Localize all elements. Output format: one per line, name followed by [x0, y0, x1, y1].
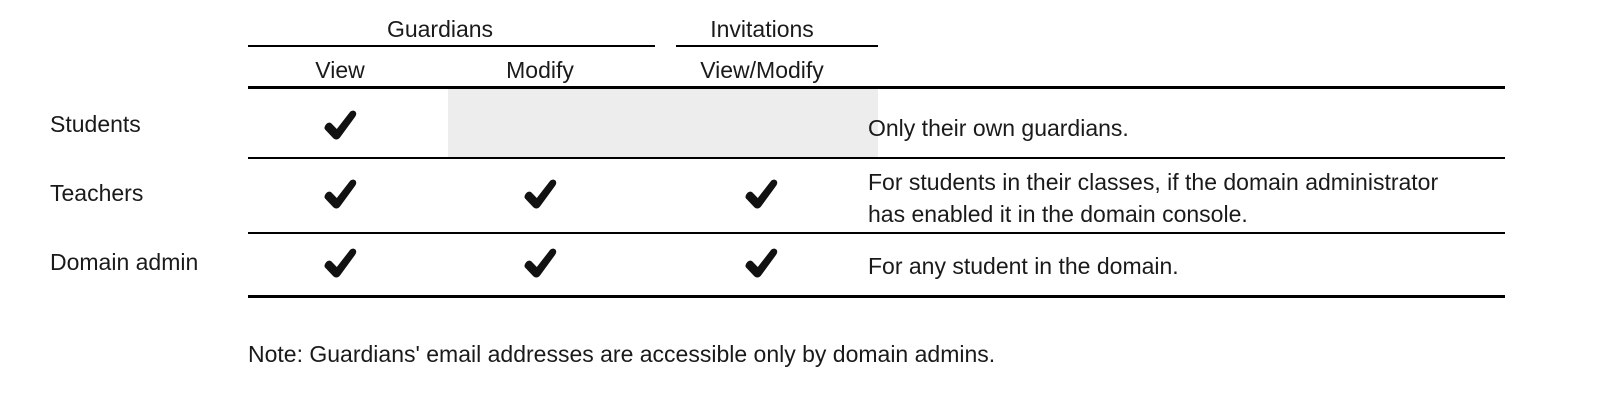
- column-group-label-invitations: Invitations: [710, 16, 814, 42]
- column-header-view-modify: View/Modify: [700, 57, 824, 83]
- row-label-domain-admin: Domain admin: [50, 249, 199, 275]
- group-rule-guardians: [248, 45, 655, 47]
- footnote-text: Note: Guardians' email addresses are acc…: [248, 341, 996, 367]
- heavy-check-mark-icon: [317, 103, 363, 149]
- heavy-check-mark-icon: [317, 241, 363, 287]
- heavy-check-mark-icon: [738, 241, 784, 287]
- notes-cell-teachers: For students in their classes, if the do…: [868, 166, 1513, 230]
- heavy-check-mark-icon: [738, 172, 784, 218]
- notes-cell-students: Only their own guardians.: [868, 112, 1513, 144]
- column-header-view: View: [315, 57, 365, 83]
- group-rule-invitations: [676, 45, 878, 47]
- cell-students-unavailable: [448, 89, 878, 157]
- heavy-check-mark-icon: [317, 172, 363, 218]
- row-rule-after-students: [248, 157, 1505, 159]
- notes-cell-domain-admin: For any student in the domain.: [868, 250, 1513, 282]
- column-group-label-guardians: Guardians: [386, 16, 494, 42]
- column-header-modify: Modify: [506, 57, 574, 83]
- row-label-students: Students: [50, 111, 141, 137]
- row-rule-after-teachers: [248, 232, 1505, 234]
- heavy-check-mark-icon: [517, 241, 563, 287]
- header-bottom-rule: [248, 86, 1505, 89]
- notes-line: For any student in the domain.: [868, 253, 1179, 279]
- row-label-teachers: Teachers: [50, 180, 144, 206]
- notes-line: has enabled it in the domain console.: [868, 201, 1248, 227]
- heavy-check-mark-icon: [517, 172, 563, 218]
- notes-line: Only their own guardians.: [868, 115, 1129, 141]
- notes-line: For students in their classes, if the do…: [868, 169, 1439, 195]
- table-bottom-rule: [248, 295, 1505, 298]
